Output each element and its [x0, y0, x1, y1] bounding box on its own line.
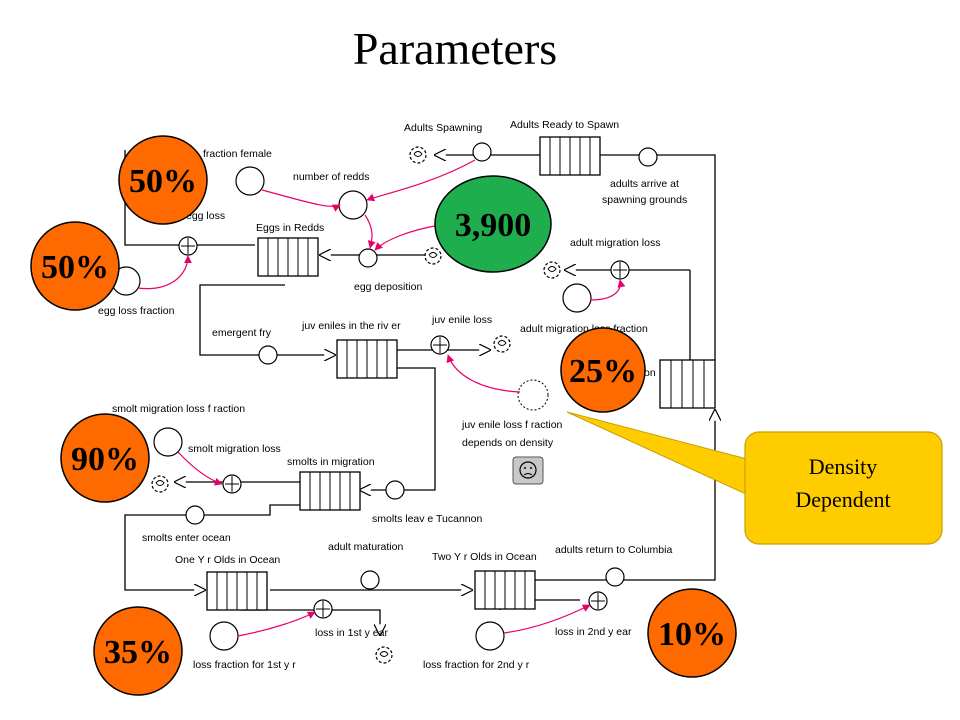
label-fraction-female: fraction female [203, 148, 272, 160]
svg-text:3,900: 3,900 [455, 207, 532, 244]
label-adult-maturation: adult maturation [328, 541, 403, 553]
label-adults-spawning: Adults Spawning [404, 122, 482, 134]
label-juvenile-loss: juv enile loss [431, 314, 492, 326]
label-adults-return: adults return to Columbia [555, 544, 672, 556]
stock-adult-migration [659, 359, 716, 409]
callout-box [744, 431, 943, 545]
svg-text:50%: 50% [129, 163, 197, 200]
valve-juvenile-loss [430, 335, 450, 355]
stock-smolts-in-migration [299, 471, 361, 511]
label-adults-arrive-2: spawning grounds [602, 194, 687, 206]
stock-adults-ready [539, 136, 601, 176]
badge-fraction-female: 50% [118, 135, 208, 225]
valve-adult-maturation [360, 570, 380, 590]
label-adult-migration-loss: adult migration loss [570, 237, 660, 249]
valve-adults-arrive [638, 147, 658, 167]
cloud-icon [424, 247, 442, 265]
valve-smolt-migration-loss [222, 474, 242, 494]
converter-fraction-female [235, 166, 265, 196]
label-egg-deposition: egg deposition [354, 281, 422, 293]
callout-line-2: Dependent [795, 487, 890, 512]
valve-adults-spawning [472, 142, 492, 162]
label-egg-loss: egg loss [186, 210, 225, 222]
badge-egg-deposition: 3,900 [434, 175, 552, 273]
valve-adults-return [605, 567, 625, 587]
svg-text:90%: 90% [71, 441, 139, 478]
cloud-icon [543, 261, 561, 279]
label-loss-2nd-yr: loss in 2nd y ear [555, 626, 632, 638]
label-smolts-in-migration: smolts in migration [287, 456, 375, 468]
badge-loss-2nd-yr: 10% [647, 588, 737, 678]
stock-two-yr-olds [474, 570, 536, 610]
valve-loss-1st-yr [313, 599, 333, 619]
label-on-fragment: on [644, 367, 656, 379]
label-two-yr-olds: Two Y r Olds in Ocean [432, 551, 537, 563]
label-juveniles-in-river: juv eniles in the riv er [301, 320, 401, 332]
sad-face-icon [512, 456, 544, 485]
cloud-icon [493, 335, 511, 353]
label-one-yr-olds: One Y r Olds in Ocean [175, 554, 280, 566]
converter-smolt-migration-loss-fraction [153, 427, 183, 457]
label-adults-ready: Adults Ready to Spawn [510, 119, 619, 131]
svg-text:25%: 25% [569, 353, 637, 390]
cloud-icon [151, 475, 169, 493]
label-smolt-migration-loss-fraction: smolt migration loss f raction [112, 403, 245, 415]
label-egg-loss-fraction: egg loss fraction [98, 305, 175, 317]
cloud-icon [409, 146, 427, 164]
converter-number-of-redds [338, 190, 368, 220]
label-emergent-fry: emergent fry [212, 327, 272, 339]
valve-adult-migration-loss [610, 260, 630, 280]
label-smolts-leave: smolts leav e Tucannon [372, 513, 482, 525]
stock-one-yr-olds [206, 571, 268, 611]
badge-loss-1st-yr: 35% [93, 606, 183, 696]
converter-loss-fraction-1st [209, 621, 239, 651]
label-loss-fraction-1st: loss fraction for 1st y r [193, 659, 296, 671]
label-smolts-enter-ocean: smolts enter ocean [142, 532, 231, 544]
label-juvenile-loss-fraction-1: juv enile loss f raction [461, 419, 563, 431]
valve-smolts-enter-ocean [185, 505, 205, 525]
valve-smolts-leave [385, 480, 405, 500]
stock-eggs-in-redds [257, 237, 319, 277]
slide-title: Parameters [352, 23, 558, 74]
label-eggs-in-redds: Eggs in Redds [256, 222, 324, 234]
callout-pointer [566, 411, 771, 506]
label-adults-arrive-1: adults arrive at [610, 178, 679, 190]
converter-juvenile-loss-fraction [517, 379, 549, 411]
callout-line-1: Density [809, 454, 877, 479]
converter-adult-migration-loss-fraction [562, 283, 592, 313]
valve-loss-2nd-yr [588, 591, 608, 611]
badge-adult-migration: 25% [560, 327, 646, 413]
svg-text:50%: 50% [41, 249, 109, 286]
converter-loss-fraction-2nd [475, 621, 505, 651]
label-smolt-migration-loss: smolt migration loss [188, 443, 281, 455]
valve-emergent-fry [258, 345, 278, 365]
stock-juveniles [336, 339, 398, 379]
label-number-of-redds: number of redds [293, 171, 369, 183]
svg-text:35%: 35% [104, 634, 172, 671]
label-juvenile-loss-fraction-2: depends on density [462, 437, 554, 449]
cloud-icon [375, 646, 393, 664]
valve-egg-deposition [358, 248, 378, 268]
badge-smolt-migration: 90% [60, 413, 150, 503]
label-loss-fraction-2nd: loss fraction for 2nd y r [423, 659, 530, 671]
valve-egg-loss [178, 236, 198, 256]
label-loss-1st-yr: loss in 1st y ear [315, 627, 388, 639]
svg-text:10%: 10% [658, 616, 726, 653]
badge-egg-loss-fraction: 50% [30, 221, 120, 311]
